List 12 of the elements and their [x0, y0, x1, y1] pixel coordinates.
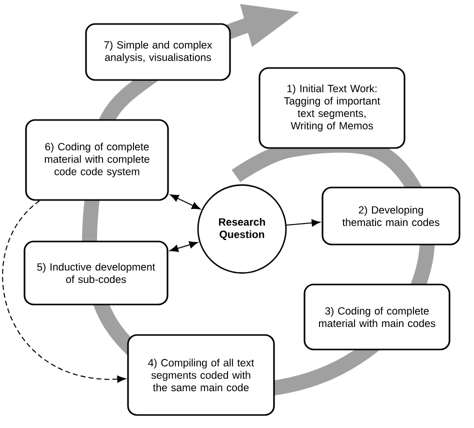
process-box: 6) Coding of complete material with complete code code system — [25, 119, 169, 201]
arrow — [170, 194, 200, 210]
process-box: 5) Inductive development of sub-codes — [24, 240, 168, 306]
process-box: 7) Simple and complex analysis, visualisations — [85, 23, 231, 81]
process-box: 3) Coding of complete material with main codes — [304, 284, 450, 350]
process-box: 1) Initial Text Work: Tagging of important text segments, Writing of Memos — [258, 67, 406, 149]
process-box: 2) Developing thematic main codes — [322, 186, 460, 246]
arrow — [170, 241, 198, 252]
circle-node: Research Question — [197, 184, 287, 274]
process-box: 4) Compiling of all text segments coded with the same main code — [127, 334, 275, 416]
arrow — [286, 219, 320, 226]
arrow — [2, 200, 126, 383]
